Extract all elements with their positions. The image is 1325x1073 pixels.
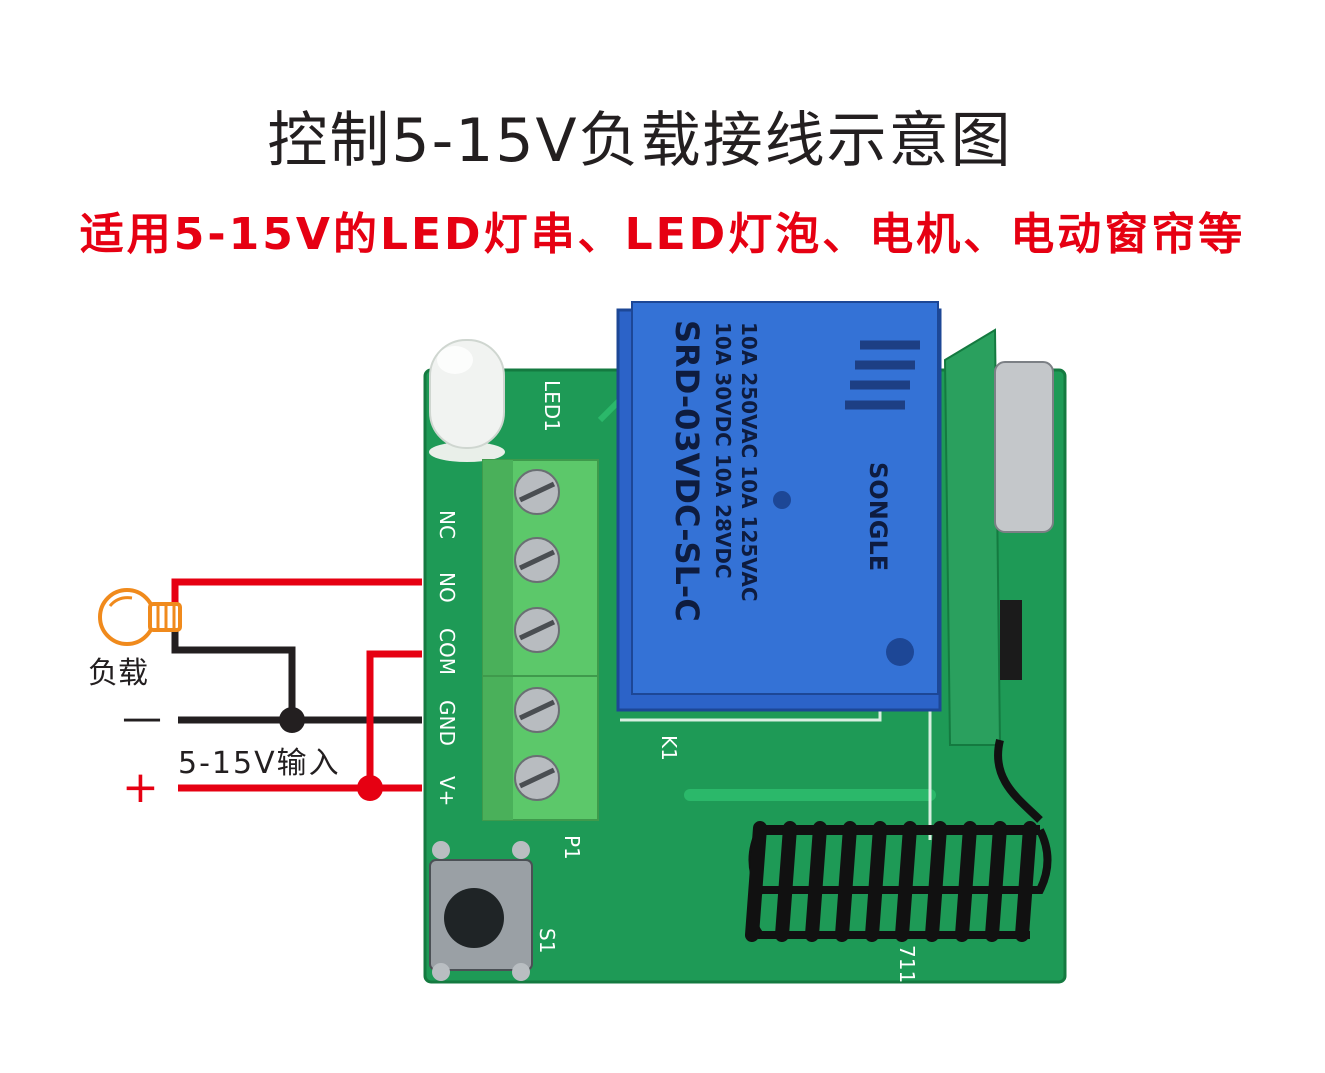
- terminal-label-com: COM: [435, 628, 459, 675]
- screw-no: [514, 537, 560, 583]
- terminal-label-vplus: V+: [435, 776, 459, 806]
- terminal-screws: [514, 469, 560, 801]
- screw-nc: [514, 469, 560, 515]
- junction-gnd: [279, 707, 305, 733]
- wire-load-to-gnd: [171, 628, 296, 720]
- relay-rating-2: 10A 30VDC 10A 28VDC: [711, 322, 735, 579]
- relay-rating-1: 10A 250VAC 10A 125VAC: [737, 322, 761, 602]
- pcb-led-label: LED1: [540, 380, 564, 432]
- junction-vplus: [357, 775, 383, 801]
- push-button: [429, 841, 533, 981]
- pcb-p1-label: P1: [560, 835, 584, 860]
- page-subtitle: 适用5-15V的LED灯串、LED灯泡、电机、电动窗帘等: [79, 209, 1246, 260]
- screw-com: [514, 607, 560, 653]
- relay-brand: SONGLE: [864, 462, 892, 571]
- load-label: 负载: [88, 656, 148, 691]
- page-title: 控制5-15V负载接线示意图: [267, 106, 1013, 176]
- screw-vplus: [514, 755, 560, 801]
- pcb-s1-label: S1: [535, 928, 559, 953]
- led-component: [429, 339, 505, 462]
- input-voltage-label: 5-15V输入: [178, 746, 341, 781]
- terminal-label-gnd: GND: [435, 700, 459, 746]
- terminal-label-no: NO: [435, 572, 459, 603]
- minus-label: —: [122, 695, 162, 741]
- terminal-block: [482, 459, 599, 821]
- pcb-code-label: 711: [895, 945, 919, 983]
- screw-gnd: [514, 687, 560, 733]
- light-bulb-icon: [98, 588, 182, 646]
- plus-label: +: [122, 762, 159, 813]
- rf-module: [943, 328, 1054, 746]
- antenna-coil: [745, 739, 1052, 942]
- terminal-label-nc: NC: [435, 510, 459, 539]
- relay-model: SRD-03VDC-SL-C: [668, 320, 706, 622]
- relay-component: [616, 301, 942, 712]
- wire-com-to-vplus: [366, 650, 422, 788]
- wire-load-to-no: [171, 578, 422, 608]
- pcb-k1-label: K1: [657, 735, 681, 761]
